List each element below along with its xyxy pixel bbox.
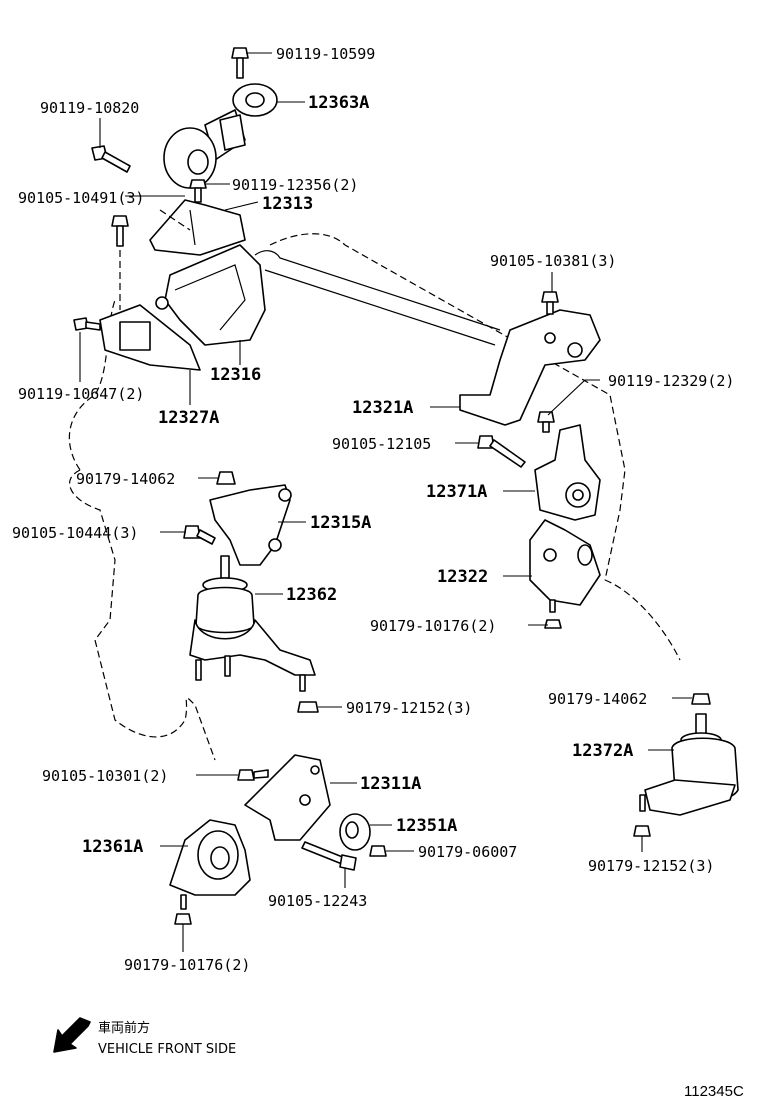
- bolt-90119-10820-part: [91, 145, 131, 173]
- label-90179-10176-b: 90179-10176(2): [124, 956, 250, 974]
- label-90179-06007: 90179-06007: [418, 843, 517, 861]
- bolt-90105-10301-part: [237, 769, 269, 781]
- label-90105-12105: 90105-12105: [332, 435, 431, 453]
- bracket-12322-part: [529, 519, 601, 606]
- bracket-12315a-part: [209, 484, 292, 566]
- nut-90179-12152-b-part: [633, 825, 651, 837]
- nut-90179-12152-a-part: [297, 701, 319, 713]
- label-90119-10820: 90119-10820: [40, 99, 139, 117]
- bolt-90105-10381-part: [541, 291, 559, 315]
- insulator-12372a-part: [639, 713, 739, 816]
- label-12321a: 12321A: [352, 398, 413, 418]
- label-12351a: 12351A: [396, 816, 457, 836]
- label-12371a: 12371A: [426, 482, 487, 502]
- label-90105-10381: 90105-10381(3): [490, 252, 616, 270]
- bolt-90105-12243-part: [301, 841, 357, 871]
- stopper-12351a-part: [339, 813, 371, 851]
- bolt-90105-10444-part: [183, 525, 216, 545]
- label-90119-12329: 90119-12329(2): [608, 372, 734, 390]
- nut-90179-10176-b-part: [174, 913, 192, 925]
- label-12372a: 12372A: [572, 741, 633, 761]
- bracket-12311a-part: [244, 754, 331, 841]
- drawing-number: 112345C: [684, 1083, 744, 1100]
- bolt-90119-12356-part: [189, 179, 207, 203]
- label-12362: 12362: [286, 585, 337, 605]
- label-12361a: 12361A: [82, 837, 143, 857]
- bracket-12327a-part: [99, 304, 201, 371]
- label-90105-12243: 90105-12243: [268, 892, 367, 910]
- label-90105-10301: 90105-10301(2): [42, 767, 168, 785]
- label-12327a: 12327A: [158, 408, 219, 428]
- label-90105-10491: 90105-10491(3): [18, 189, 144, 207]
- mount-12363a-part: [163, 83, 278, 189]
- label-90119-12356: 90119-12356(2): [232, 176, 358, 194]
- bolt-90105-12105-part: [477, 435, 526, 468]
- label-90119-10647: 90119-10647(2): [18, 385, 144, 403]
- insulator-12361a-part: [169, 819, 251, 910]
- label-90119-10599: 90119-10599: [276, 45, 375, 63]
- bracket-12313-part: [149, 199, 246, 256]
- leader-lines: [79, 52, 692, 952]
- bracket-12321a-part: [459, 309, 601, 426]
- label-90179-12152-a: 90179-12152(3): [346, 699, 472, 717]
- nut-90179-10176-a-part: [544, 599, 562, 629]
- label-90179-14062-a: 90179-14062: [76, 470, 175, 488]
- bolt-90105-10491-part: [111, 215, 129, 247]
- label-90179-12152-b: 90179-12152(3): [588, 857, 714, 875]
- label-12363a: 12363A: [308, 93, 369, 113]
- bolt-90119-10599-part: [231, 47, 249, 79]
- insulator-12316-part: [155, 244, 266, 346]
- label-12322: 12322: [437, 567, 488, 587]
- nut-90179-14062-a-part: [216, 471, 236, 485]
- label-12313: 12313: [262, 194, 313, 214]
- label-12316: 12316: [210, 365, 261, 385]
- label-12315a: 12315A: [310, 513, 371, 533]
- front-note-japanese: 車両前方: [98, 1020, 150, 1036]
- part-labels: 90119-10599 12363A 90119-10820 90119-123…: [12, 45, 734, 974]
- bolt-90119-10647-part: [73, 317, 101, 331]
- label-12311a: 12311A: [360, 774, 421, 794]
- insulator-12362-part: [189, 555, 316, 692]
- label-90105-10444: 90105-10444(3): [12, 524, 138, 542]
- vehicle-front-indicator: 車両前方 VEHICLE FRONT SIDE: [53, 1017, 236, 1057]
- insulator-12371a-part: [534, 424, 601, 521]
- nut-90179-14062-b-part: [691, 693, 711, 705]
- label-90179-14062-b: 90179-14062: [548, 690, 647, 708]
- front-note-english: VEHICLE FRONT SIDE: [98, 1042, 236, 1057]
- nut-90179-06007-part: [369, 845, 387, 857]
- label-90179-10176-a: 90179-10176(2): [370, 617, 496, 635]
- bolt-90119-12329-part: [537, 411, 555, 433]
- front-arrow-icon: [53, 1017, 91, 1053]
